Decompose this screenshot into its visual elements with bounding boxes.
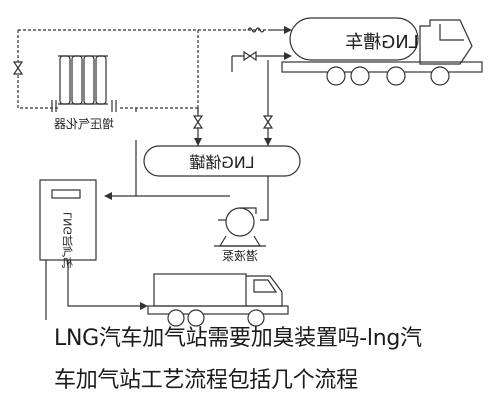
pump [214,207,266,247]
valve-icon-mid [192,115,204,129]
unloading-line [194,52,292,146]
tanker-truck-label: LNG槽车 [345,32,418,53]
valve-icon-right [262,115,274,129]
pump-label: 潜液泵 [222,248,258,263]
storage-tank [143,145,301,177]
caption-line-2: 车加气站工艺流程包括几个流程 [54,368,358,393]
valve-icon-left [12,61,24,75]
dispenser-label: LNG加气机 [62,212,75,268]
dispenser [39,179,148,320]
spring-icon [247,27,265,33]
valve-icon-top [243,50,257,62]
vaporizer-label: 增压气化器 [54,116,114,131]
lng-vehicle [147,273,289,327]
caption-line-1: LNG汽车加气站需要加臭装置吗-lng汽 [54,326,422,351]
vaporizer [51,55,117,112]
tanker-truck [281,17,483,86]
pump-lines [104,108,269,221]
storage-tank-label: LNG储罐 [189,153,254,172]
dashed-return-line [17,29,268,122]
